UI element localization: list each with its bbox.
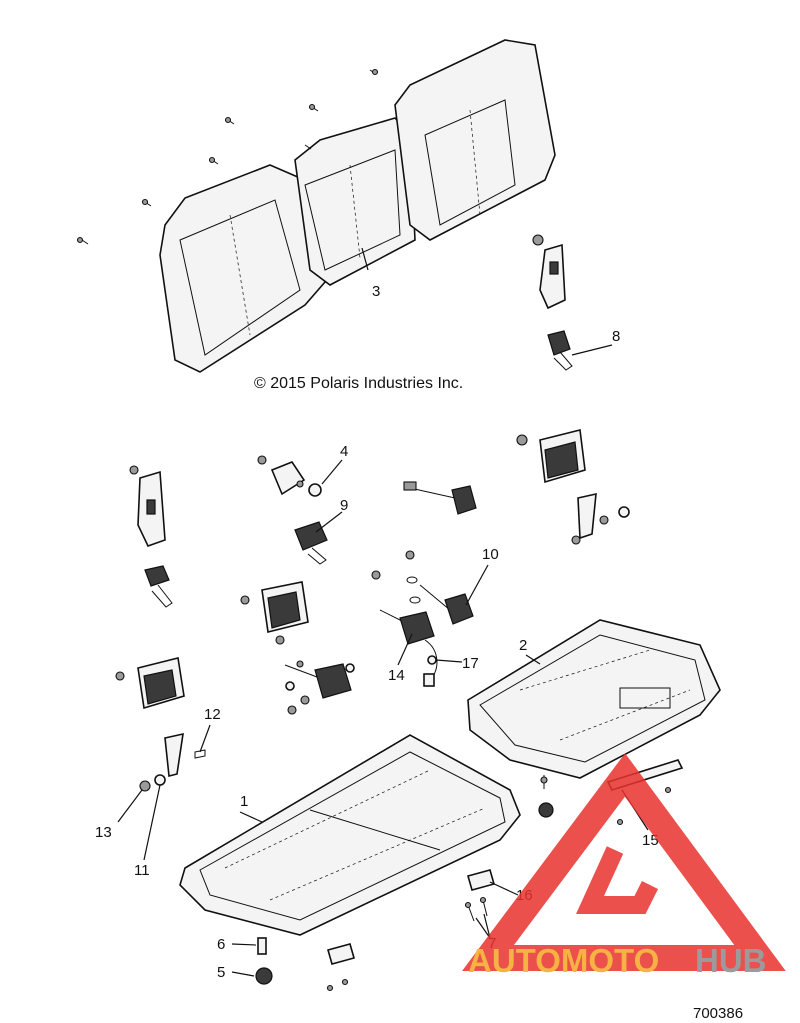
document-number: 700386: [693, 1005, 743, 1022]
copyright-notice: © 2015 Polaris Industries Inc.: [254, 375, 463, 392]
callout-12: 12: [204, 706, 221, 723]
seat-cushion-left: [179, 734, 521, 936]
belt-strap-upper: [403, 481, 477, 515]
callout-1: 1: [240, 793, 248, 810]
nut-part-5: [255, 967, 273, 985]
seat-back-assembly: [76, 39, 556, 373]
fasteners-right: [538, 775, 554, 818]
nut-part-13-11: [139, 774, 166, 792]
callout-8: 8: [612, 328, 620, 345]
watermark-text-automoto: AUTOMOTO: [468, 942, 659, 979]
callout-14: 14: [388, 667, 405, 684]
buckle-part-9: [294, 521, 328, 565]
clip-part-4: [257, 455, 322, 497]
seat-belt-anchor-upper-right: [532, 234, 573, 371]
seat-belt-left: [129, 465, 173, 608]
bracket-part-12: [164, 732, 206, 777]
callout-2: 2: [519, 637, 527, 654]
watermark-text-hub: HUB: [695, 942, 767, 979]
callout-9: 9: [340, 497, 348, 514]
callout-4: 4: [340, 443, 348, 460]
screw-set: [76, 68, 379, 245]
pins-part-7: [464, 896, 488, 922]
seat-cushion-right: [467, 619, 721, 779]
pin-part-6: [257, 937, 267, 955]
watermark-triangle-inner: [576, 846, 659, 914]
automotohub-watermark: AUTOMOTO HUB: [462, 753, 786, 979]
callout-3: 3: [372, 283, 380, 300]
callout-10: 10: [482, 546, 499, 563]
retractor-left-mid: [240, 581, 355, 715]
bracket-lower-center: [326, 943, 355, 992]
watermark-triangle-logo: [462, 753, 786, 971]
callout-5: 5: [217, 964, 225, 981]
callout-17: 17: [462, 655, 479, 672]
callout-labels: 1 2 3 4 5 6 7 8 9 10 11 12 13 14 15 16 1…: [95, 283, 659, 981]
callout-11: 11: [134, 862, 150, 879]
retractor-lower-left: [115, 657, 185, 710]
retractor-upper-right: [516, 429, 630, 545]
callout-13: 13: [95, 824, 112, 841]
bracket-part-16: [467, 869, 495, 891]
callout-6: 6: [217, 936, 225, 953]
belt-harness-assembly: [371, 550, 474, 687]
